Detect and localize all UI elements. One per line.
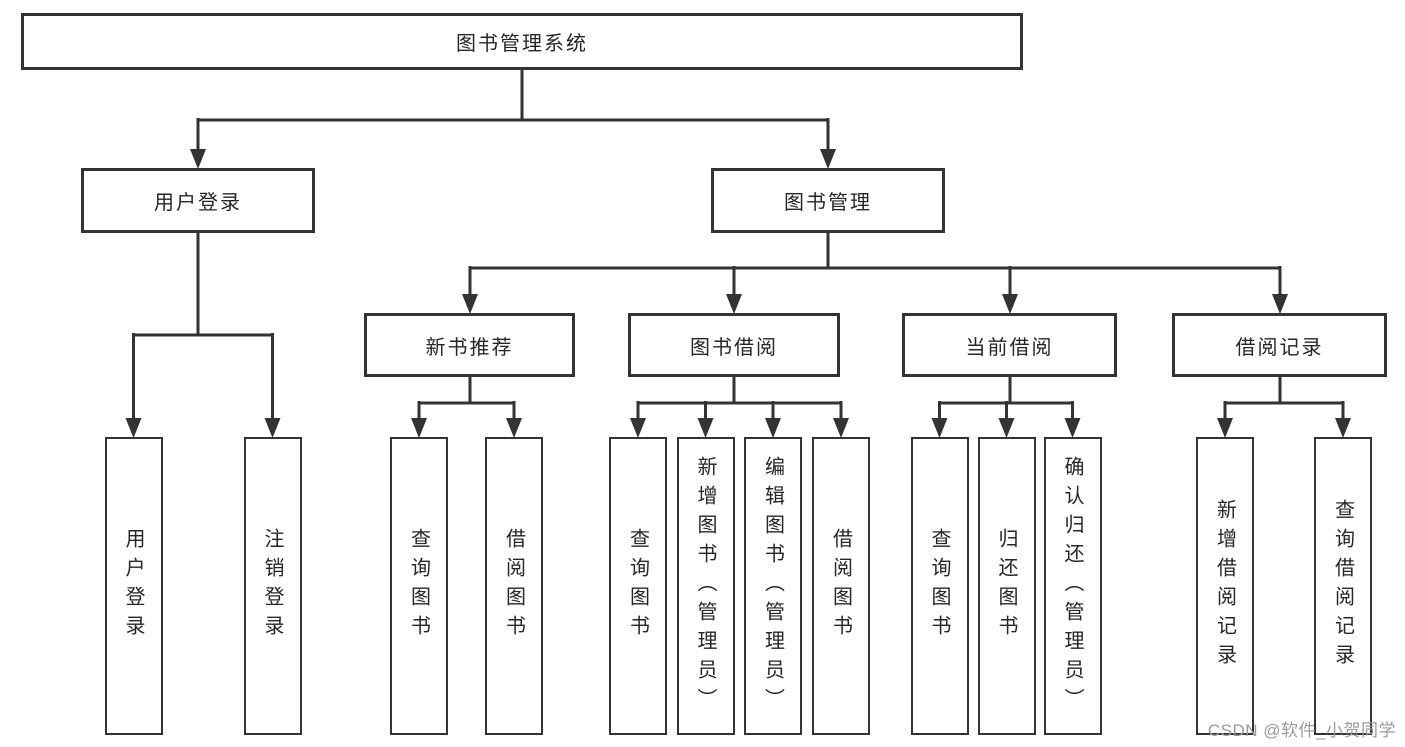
leaf-borrow-books-recommend: 借阅图书: [485, 437, 543, 735]
node-user-login: 用户登录: [81, 168, 315, 233]
node-current-borrowing: 当前借阅: [902, 313, 1117, 377]
node-book-borrowing: 图书借阅: [628, 313, 840, 377]
leaf-query-books-borrowing: 查询图书: [609, 437, 667, 735]
leaf-query-books-current: 查询图书: [910, 437, 969, 735]
leaf-return-book: 归还图书: [977, 437, 1036, 735]
leaf-logout: 注销登录: [243, 437, 302, 735]
leaf-query-books-recommend: 查询图书: [390, 437, 448, 735]
leaf-add-borrow-record: 新增借阅记录: [1196, 437, 1254, 735]
watermark-text: CSDN @软件_小贺同学: [1207, 721, 1396, 740]
leaf-add-book-admin: 新增图书（管理员）: [676, 437, 735, 735]
node-new-book-recommendation: 新书推荐: [364, 313, 575, 377]
leaf-edit-book-admin: 编辑图书（管理员）: [744, 437, 802, 735]
leaf-confirm-return-admin: 确认归还（管理员）: [1043, 437, 1102, 735]
node-book-management: 图书管理: [711, 168, 945, 233]
node-library-management-system: 图书管理系统: [21, 13, 1023, 70]
node-borrowing-records: 借阅记录: [1172, 313, 1387, 377]
leaf-borrow-books-borrowing: 借阅图书: [812, 437, 870, 735]
leaf-query-borrow-record: 查询借阅记录: [1314, 437, 1372, 735]
leaf-user-login: 用户登录: [104, 437, 163, 735]
arrowhead-icons: [125, 149, 1351, 438]
